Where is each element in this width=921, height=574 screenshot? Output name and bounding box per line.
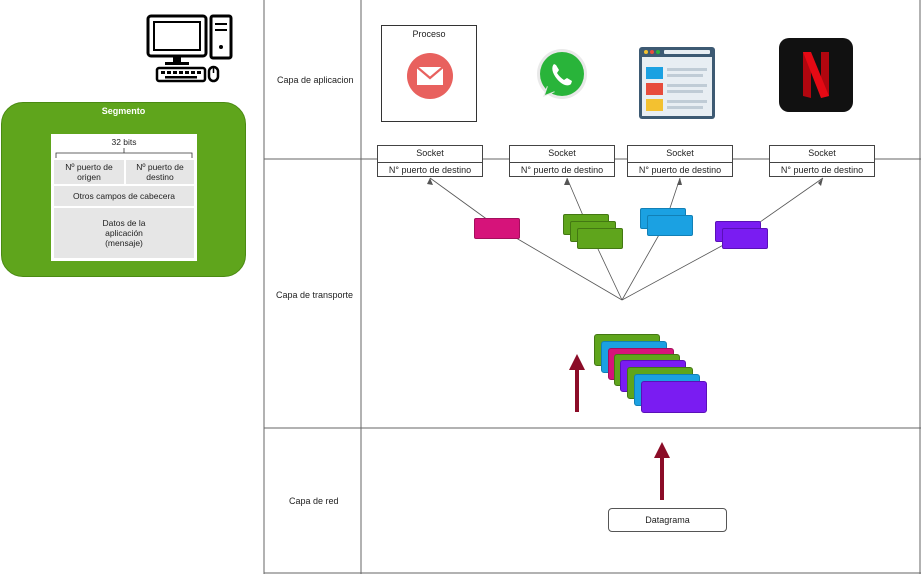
socket-mail: Socket N° puerto de destino <box>377 145 483 177</box>
netflix-icon <box>779 38 853 112</box>
socket-label: Socket <box>378 146 482 163</box>
application-data-field: Datos de la aplicación (mensaje) <box>54 208 194 258</box>
mail-icon <box>407 53 453 99</box>
arrow-heads <box>427 178 823 186</box>
browser-icon <box>639 47 715 119</box>
packet-blue <box>647 215 693 236</box>
segment-diagram: Segmento 32 bits Nº puerto de origen Nº … <box>1 102 246 277</box>
socket-whatsapp: Socket N° puerto de destino <box>509 145 615 177</box>
process-box: Proceso <box>381 25 477 122</box>
layer-label-application: Capa de aplicacion <box>277 75 354 85</box>
other-header-fields: Otros campos de cabecera <box>54 186 194 206</box>
socket-label: Socket <box>628 146 732 163</box>
up-arrow-network <box>654 442 670 500</box>
source-port-field: Nº puerto de origen <box>54 160 124 184</box>
layer-label-network: Capa de red <box>289 496 339 506</box>
computer-icon <box>146 14 233 83</box>
socket-port: N° puerto de destino <box>780 165 864 175</box>
socket-port: N° puerto de destino <box>520 165 604 175</box>
socket-port: N° puerto de destino <box>388 165 472 175</box>
bits-label: 32 bits <box>111 137 137 147</box>
destination-port-field: Nº puerto de destino <box>126 160 194 184</box>
segment-fields: 32 bits Nº puerto de origen Nº puerto de… <box>51 134 197 261</box>
stack-packet-purple <box>641 381 707 413</box>
up-arrow-transport <box>569 354 585 412</box>
process-label: Proceso <box>412 29 446 39</box>
socket-label: Socket <box>770 146 874 163</box>
layer-label-transport: Capa de transporte <box>276 290 354 300</box>
socket-browser: Socket N° puerto de destino <box>627 145 733 177</box>
socket-label: Socket <box>510 146 614 163</box>
whatsapp-icon <box>537 49 587 99</box>
segment-title: Segmento <box>101 106 146 116</box>
socket-netflix: Socket N° puerto de destino <box>769 145 875 177</box>
datagram-box: Datagrama <box>608 508 727 532</box>
packet-pink <box>474 218 520 239</box>
bits-bracket <box>55 148 193 158</box>
packet-green <box>577 228 623 249</box>
packet-purple <box>722 228 768 249</box>
socket-port: N° puerto de destino <box>638 165 722 175</box>
